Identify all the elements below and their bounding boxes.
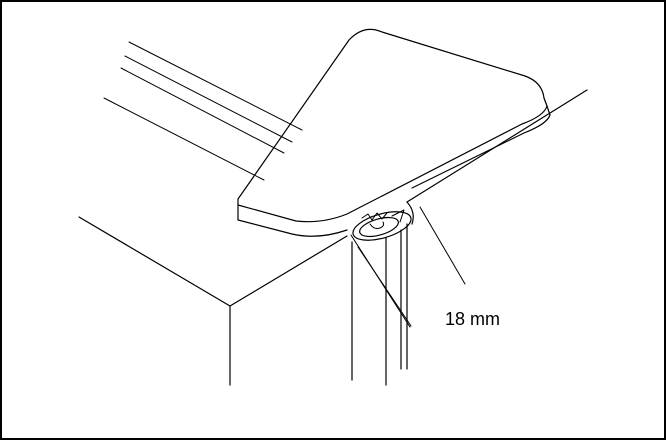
back-rails: [103, 41, 303, 181]
hinge-plate-edge: [543, 97, 548, 107]
hinge-plate: [237, 28, 551, 237]
hinge-plate-top: [237, 28, 548, 223]
pivot-inner-disc: [359, 216, 399, 238]
cabinet-top-front-edge: [229, 235, 348, 307]
leader-line-lower: [357, 246, 412, 327]
pivot-cam: [369, 221, 385, 229]
leader-line-upper: [419, 206, 466, 285]
pivot-disc: [352, 211, 412, 241]
rail-line: [128, 41, 303, 131]
rail-line: [120, 67, 285, 154]
dimension-label: 18 mm: [445, 309, 500, 329]
pivot-teeth: [361, 212, 388, 221]
cabinet-top-left-edge: [78, 216, 231, 307]
cabinet-outline: [78, 89, 588, 386]
dimension-callout: 18 mm: [357, 206, 500, 329]
door-posts: [350, 223, 411, 386]
hinge-plate-front-face: [237, 204, 348, 237]
pivot-bracket: [406, 201, 414, 225]
hinge-plate-side-face: [411, 105, 551, 189]
rail-line: [124, 55, 293, 143]
rail-line: [103, 97, 265, 181]
pivot-tab: [391, 209, 405, 223]
pivot-assembly: [352, 201, 414, 241]
